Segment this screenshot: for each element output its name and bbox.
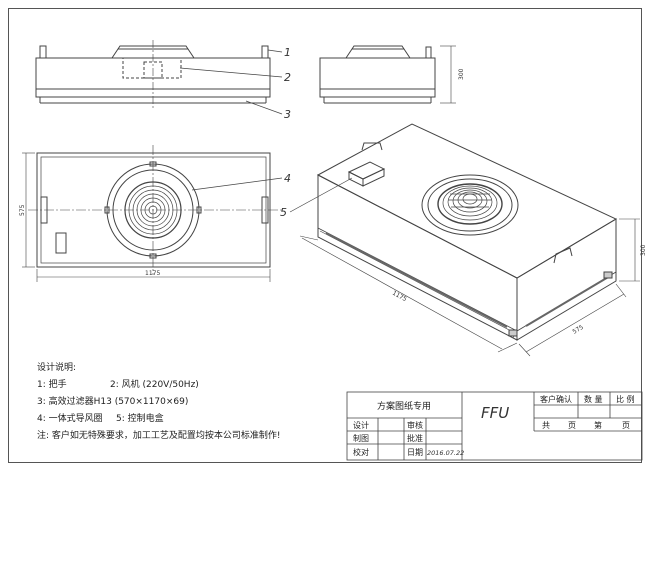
isometric-view [289,123,640,357]
note-remark: 注: 客户如无特殊要求，加工工艺及配置均按本公司标准制作! [37,429,281,441]
tb-check: 校对 [353,447,369,457]
end-elevation-view [319,45,456,104]
tb-design: 设计 [353,420,369,430]
tb-quantity: 数 量 [584,394,603,404]
dim-top-height: 300 [458,68,465,80]
dim-iso-length: 1175 [391,290,408,304]
dim-iso-depth: 575 [571,324,585,336]
dim-front-depth: 575 [19,204,26,216]
bottom-plan-view [22,145,283,282]
tb-total: 共 [542,421,550,430]
tb-scale: 比 例 [616,394,635,404]
callout-3: 3 [284,108,291,121]
tb-date-value: 2016.07.22 [427,449,464,457]
drawing-sheet [8,8,642,463]
tb-drawing: 制图 [353,433,369,443]
handle-left [39,45,47,59]
tb-scheme: 方案图纸专用 [377,400,431,412]
control-box-plan [55,232,67,254]
title-block [346,391,643,461]
tb-review: 审核 [407,420,423,430]
design-notes: 设计说明: 1: 把手 2: 风机 (220V/50Hz) 3: 高效过滤器H1… [37,361,281,441]
iso-handle-2 [553,247,573,264]
notes-heading: 设计说明: [37,361,76,373]
tb-page-label: 第 [594,420,602,430]
note-filter: 3: 高效过滤器H13 (570×1170×69) [37,395,188,407]
note-control-box: 5: 控制电盒 [116,412,164,424]
iso-right-face [516,218,617,341]
note-air-ring: 4: 一体式导风圈 [37,412,103,424]
handle-right [261,45,269,59]
dim-front-width: 1175 [145,270,160,277]
callout-5: 5 [280,206,287,219]
tb-approve: 批准 [407,433,423,443]
tb-page-unit-2: 页 [622,421,630,430]
tb-date-label: 日期 [407,448,423,457]
dim-iso-height: 300 [640,244,647,256]
title-block-text: 方案图纸专用 FFU 客户确认 数 量 比 例 共 页 第 页 设计 审核 制图… [353,394,635,457]
callout-2: 2 [284,71,291,84]
callout-1: 1 [284,46,291,59]
iso-fan-ring [421,174,519,236]
note-handle: 1: 把手 [37,378,67,390]
tb-page-unit-1: 页 [568,421,576,430]
iso-handle-1 [361,142,383,151]
callout-4: 4 [284,172,291,185]
side-elevation-view [35,40,283,115]
tb-customer-confirm: 客户确认 [540,394,572,404]
note-fan: 2: 风机 (220V/50Hz) [110,378,199,390]
air-guide-ring [106,163,200,257]
tb-product: FFU [481,404,509,422]
